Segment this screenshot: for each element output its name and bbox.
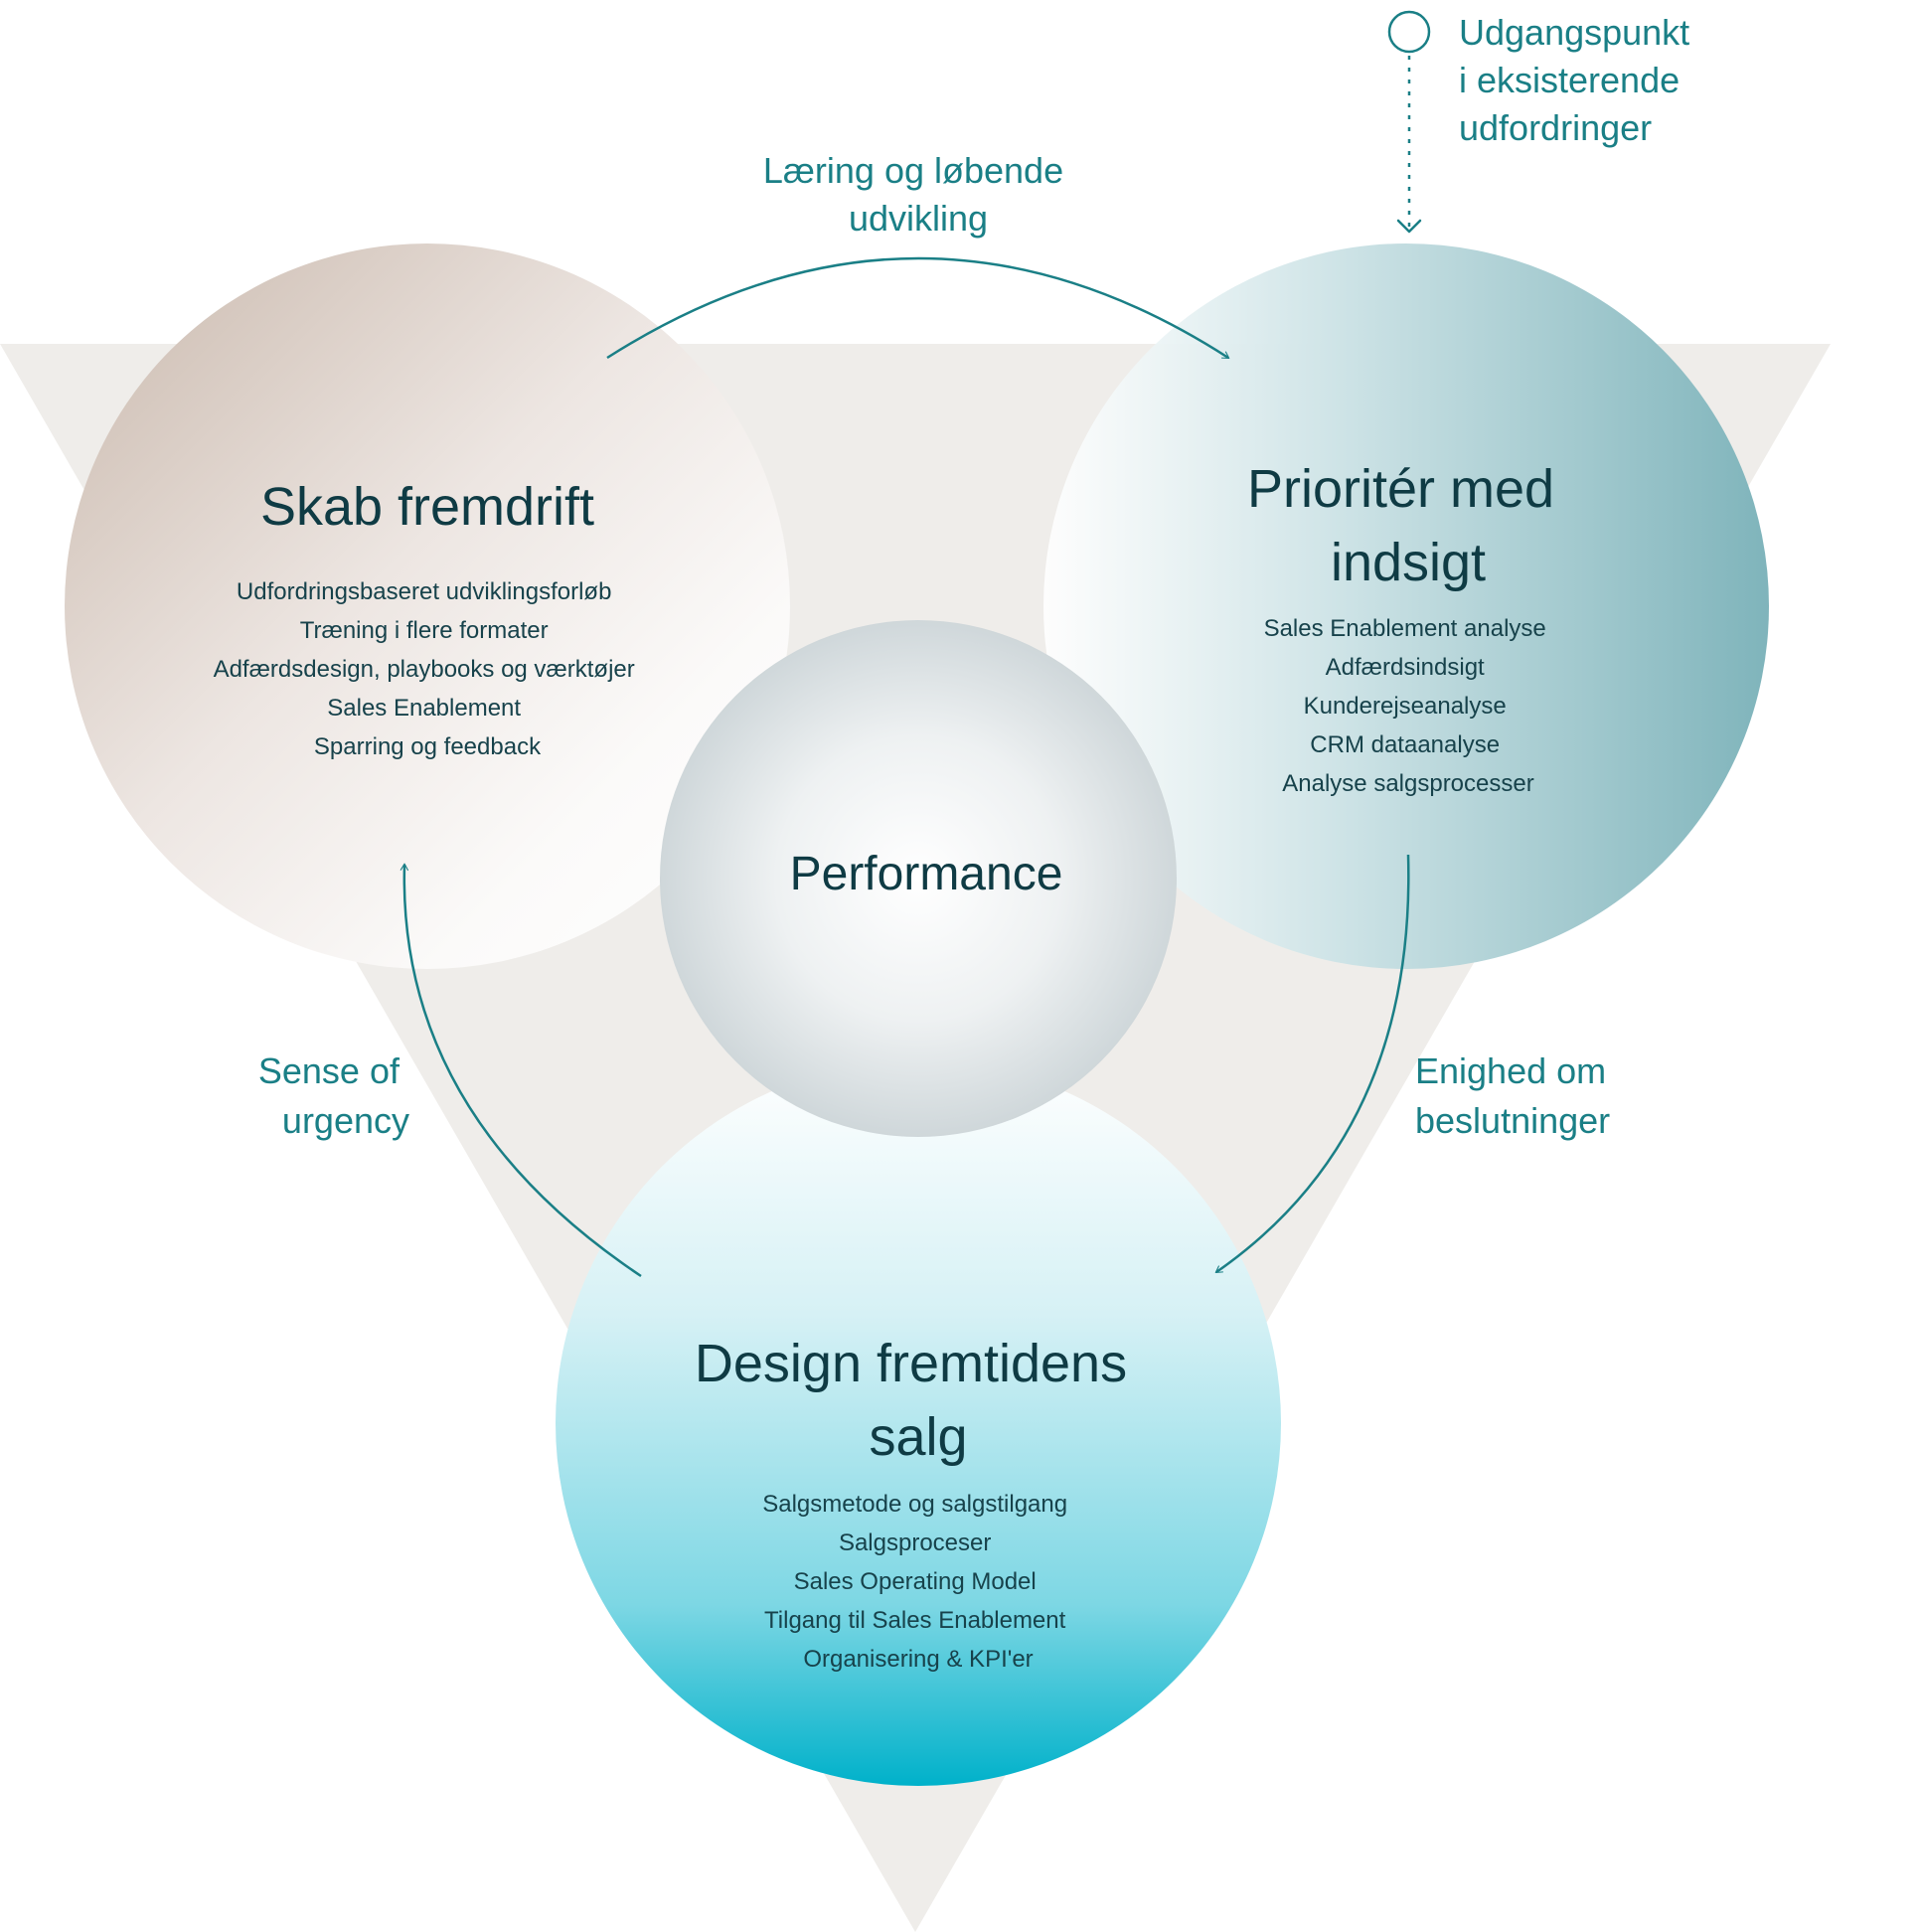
- arrow-top: [606, 256, 1230, 360]
- list-item: Analyse salgsprocesser: [1282, 770, 1533, 797]
- list-item: Adfærdsindsigt: [1326, 654, 1485, 681]
- arrow-top-label-line: Læring og løbende: [763, 150, 1063, 191]
- arrow-left-label-line: Sense of: [258, 1050, 400, 1091]
- circle-skab-fremdrift: [65, 243, 790, 969]
- circle-skab-fremdrift-title: Skab fremdrift: [260, 477, 594, 537]
- start-point-arrowhead: [1396, 219, 1422, 234]
- circle-title-line: salg: [869, 1407, 967, 1467]
- arrow-right: [1214, 854, 1410, 1274]
- circle-title-line: Skab fremdrift: [260, 477, 594, 537]
- circle-performance: [660, 620, 1177, 1137]
- circle-design-fremtidens-salg-title: Design fremtidens salg: [695, 1334, 1142, 1467]
- list-item: Salgsmetode og salgstilgang: [762, 1491, 1067, 1518]
- arrow-top-label-line: udvikling: [849, 198, 988, 239]
- start-point-icon: [1387, 10, 1431, 54]
- center-label: Performance: [790, 848, 1063, 900]
- arrow-right-label: Enighed om beslutninger: [1415, 1050, 1616, 1141]
- arrow-left-label-line: urgency: [282, 1100, 409, 1141]
- start-point-label-line: udfordringer: [1459, 107, 1652, 148]
- list-item: CRM dataanalyse: [1310, 731, 1500, 758]
- circle-design-fremtidens-salg-items: Salgsmetode og salgstilgang Salgsprocese…: [762, 1491, 1074, 1673]
- circle-title-line: Prioritér med: [1247, 459, 1554, 519]
- arrow-left: [400, 863, 642, 1278]
- circle-design-fremtidens-salg: [556, 1060, 1281, 1786]
- arrow-top-label: Læring og løbende udvikling: [763, 150, 1073, 239]
- circle-prioriter-med-indsigt-title: Prioritér med indsigt: [1247, 459, 1569, 592]
- list-item: Sparring og feedback: [314, 733, 542, 760]
- arrow-right-label-line: beslutninger: [1415, 1100, 1610, 1141]
- circle-prioriter-med-indsigt: [1043, 243, 1769, 969]
- list-item: Sales Enablement: [327, 695, 521, 722]
- list-item: Udfordringsbaseret udviklingsforløb: [237, 578, 612, 605]
- arrow-right-label-line: Enighed om: [1415, 1050, 1606, 1091]
- circle-prioriter-med-indsigt-items: Sales Enablement analyse Adfærdsindsigt …: [1264, 615, 1553, 797]
- list-item: Tilgang til Sales Enablement: [764, 1607, 1066, 1634]
- list-item: Organisering & KPI'er: [803, 1646, 1033, 1673]
- list-item: Salgsproceser: [839, 1530, 991, 1556]
- list-item: Sales Operating Model: [794, 1568, 1037, 1595]
- list-item: Kunderejseanalyse: [1304, 693, 1507, 720]
- list-item: Adfærdsdesign, playbooks og værktøjer: [214, 656, 635, 683]
- circle-title-line: indsigt: [1331, 533, 1486, 592]
- circle-skab-fremdrift-items: Udfordringsbaseret udviklingsforløb Træn…: [214, 578, 642, 760]
- list-item: Træning i flere formater: [300, 617, 549, 644]
- circle-title-line: Design fremtidens: [695, 1334, 1127, 1393]
- arrow-left-label: Sense of urgency: [258, 1050, 409, 1141]
- start-point-label: Udgangspunkt i eksisterende udfordringer: [1459, 12, 1699, 148]
- start-point-label-line: Udgangspunkt: [1459, 12, 1689, 53]
- list-item: Sales Enablement analyse: [1264, 615, 1546, 642]
- start-point-label-line: i eksisterende: [1459, 60, 1680, 100]
